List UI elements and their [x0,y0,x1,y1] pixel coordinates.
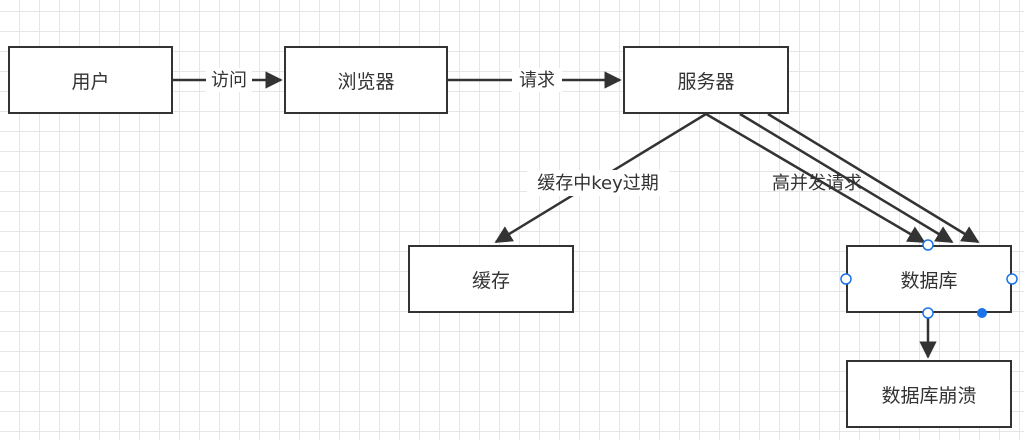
node-user-label: 用户 [71,70,110,93]
edge-label-cache-expired: 缓存中key过期 [537,173,659,194]
edge-label-visit: 访问 [211,70,247,91]
node-server[interactable]: 服务器 [623,46,789,114]
handle-bottom[interactable] [922,307,934,319]
edge-server-database-3[interactable] [767,112,980,244]
node-database-crash-label: 数据库崩溃 [881,384,977,407]
node-browser[interactable]: 浏览器 [284,46,448,114]
edge-server-database-1[interactable] [705,112,926,244]
node-browser-label: 浏览器 [337,70,395,93]
handle-resize[interactable] [977,308,987,318]
handle-left[interactable] [840,273,852,285]
node-user[interactable]: 用户 [8,46,173,114]
node-database-crash[interactable]: 数据库崩溃 [846,360,1012,428]
handle-right[interactable] [1006,273,1018,285]
node-cache-label: 缓存 [471,269,510,292]
node-database-label: 数据库 [900,269,958,292]
node-server-label: 服务器 [677,70,735,93]
edge-label-high-concurrency: 高并发请求 [772,173,862,194]
edge-label-request: 请求 [519,70,555,91]
node-cache[interactable]: 缓存 [408,245,574,313]
edge-server-database-2[interactable] [739,112,954,244]
handle-top[interactable] [922,239,934,251]
